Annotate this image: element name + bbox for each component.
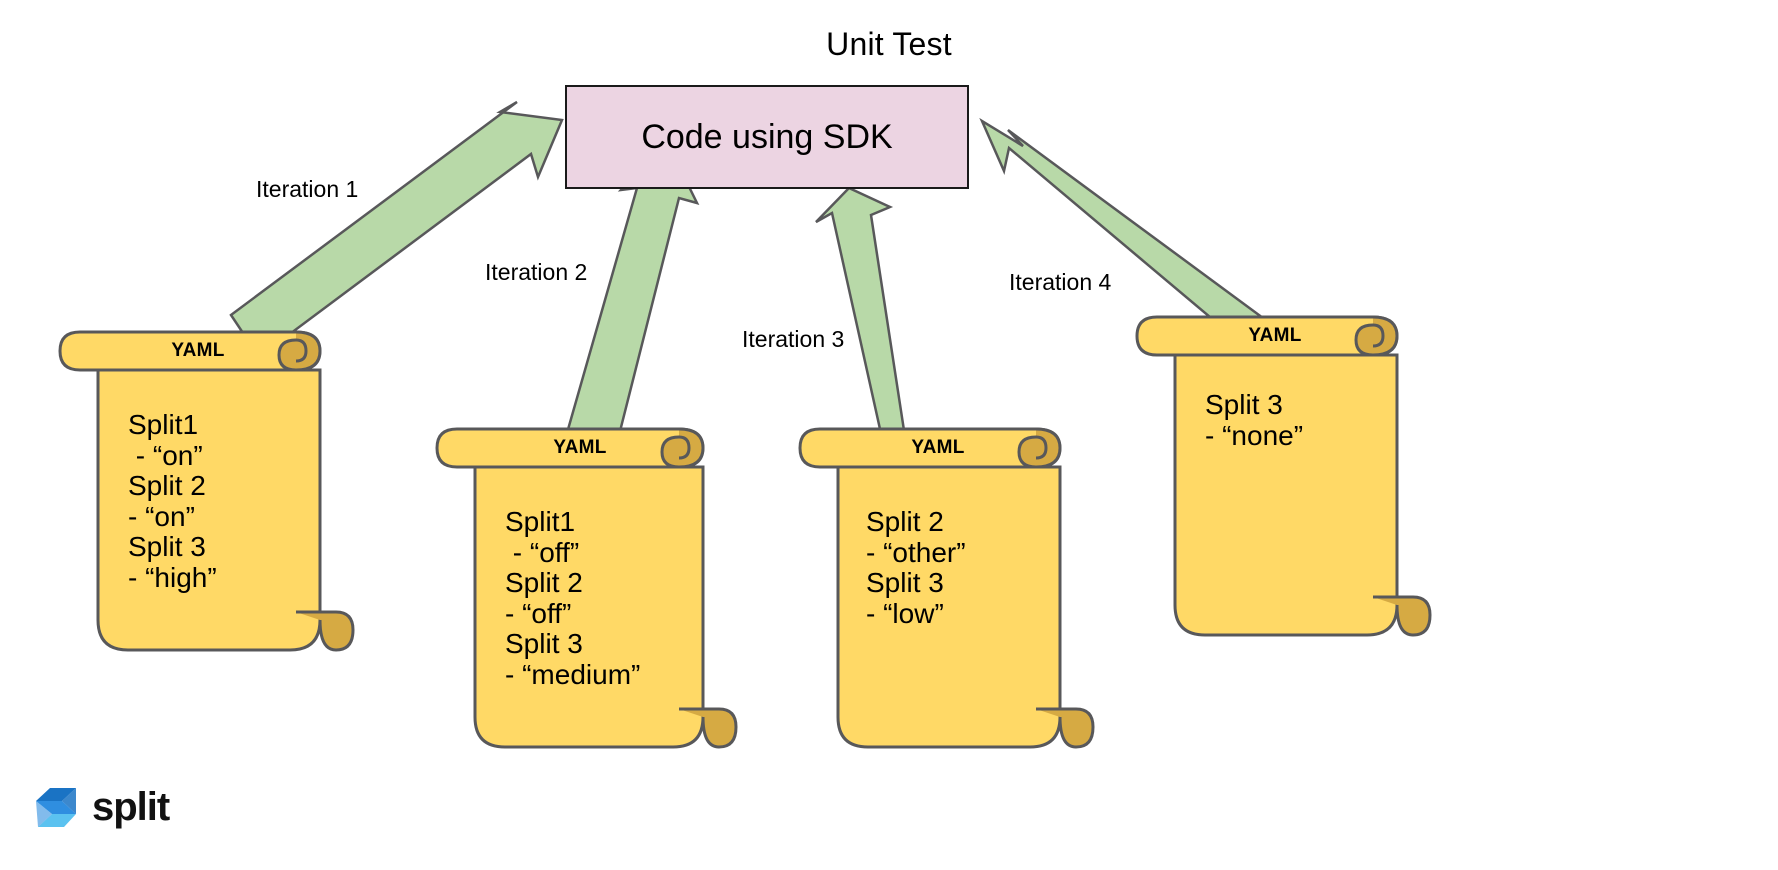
iteration-1-arrow [229,100,564,359]
yaml-scroll-3: YAML Split 2 - “other” Split 3 - “low” [798,427,1108,757]
split-logo: split [30,780,170,832]
yaml-scroll-2-shape [435,427,738,749]
yaml-scroll-2-title: YAML [553,437,607,458]
sdk-box-label: Code using SDK [641,117,893,156]
split-logo-wordmark: split [92,785,170,829]
yaml-scroll-4-title: YAML [1248,325,1302,346]
yaml-scroll-4-body: Split 3 - “none” [1205,389,1304,451]
split-logo-icon [36,788,76,827]
yaml-scroll-2: YAML Split1 - “off” Split 2 - “off” Spli… [435,427,745,757]
yaml-scroll-4-shape [1135,315,1432,637]
iteration-4-label: Iteration 4 [1009,269,1112,295]
yaml-scroll-2-body: Split1 - “off” Split 2 - “off” Split 3 -… [505,506,641,690]
yaml-scroll-1-body: Split1 - “on” Split 2 - “on” Split 3 - “… [128,409,217,593]
iteration-2-label: Iteration 2 [485,259,588,285]
iteration-4-arrow [979,117,1265,346]
yaml-scroll-3-shape [798,427,1095,749]
yaml-scroll-1: YAML Split1 - “on” Split 2 - “on” Split … [58,330,358,660]
iteration-3-label: Iteration 3 [742,326,845,352]
yaml-scroll-1-title: YAML [171,340,225,361]
yaml-scroll-3-title: YAML [911,437,965,458]
yaml-scroll-3-body: Split 2 - “other” Split 3 - “low” [866,506,966,629]
yaml-scroll-1-shape [58,330,355,652]
code-using-sdk-box: Code using SDK [565,85,969,189]
iteration-1-label: Iteration 1 [256,176,359,202]
iteration-3-arrow [815,186,921,449]
page-title: Unit Test [826,26,952,62]
yaml-scroll-4: YAML Split 3 - “none” [1135,315,1440,645]
